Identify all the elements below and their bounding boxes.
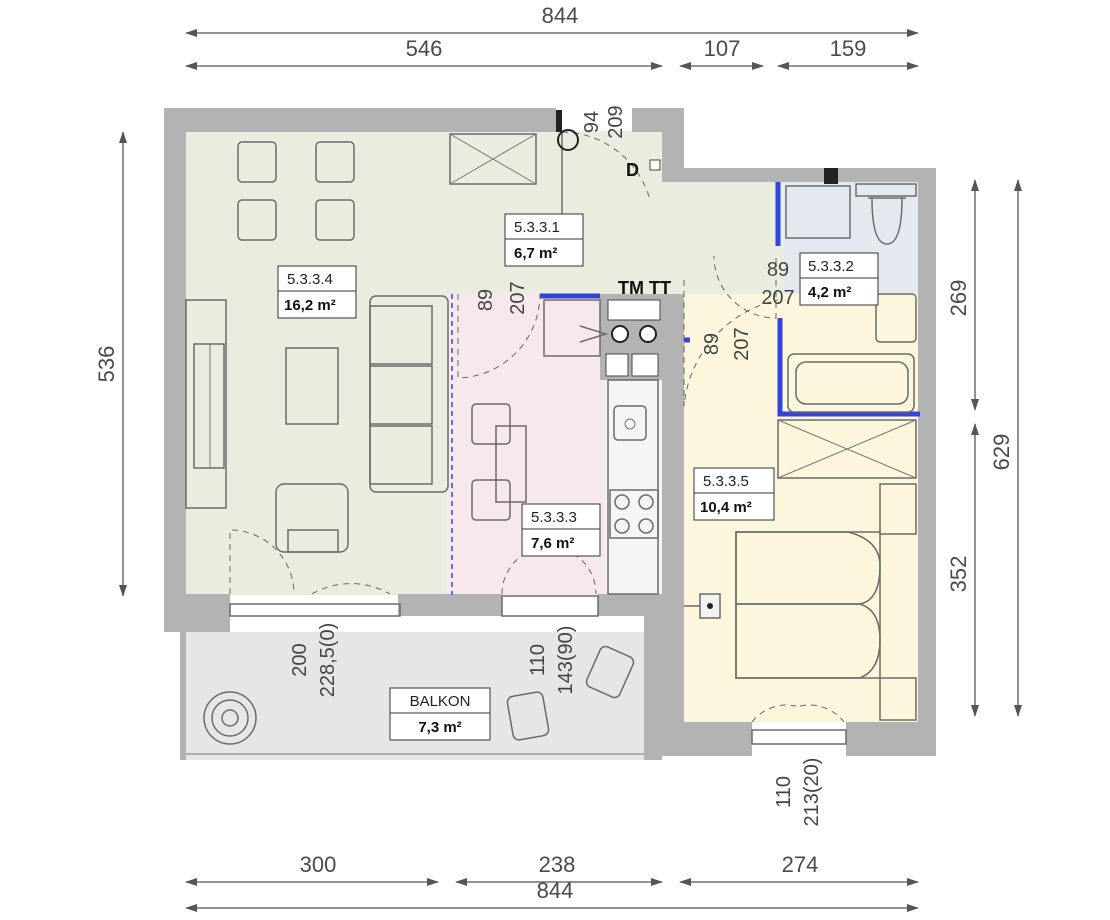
room-id-hall: 5.3.3.1 [514, 219, 560, 236]
dim-right-upper: 269 [946, 280, 971, 317]
door-dim-living-a: 89 [475, 289, 497, 311]
room-id-living: 5.3.3.4 [287, 271, 333, 288]
living-room-furniture [185, 141, 449, 595]
room-id-bedroom: 5.3.3.5 [703, 473, 749, 490]
dim-top-left: 546 [406, 36, 443, 61]
dim-top-right: 159 [830, 36, 867, 61]
door-dim-bath-a: 89 [767, 259, 789, 281]
room-label-bathroom: 5.3.3.2 4,2 m² [799, 252, 879, 306]
dim-bottom-total: 844 [537, 878, 574, 903]
dim-bottom-mid: 238 [539, 852, 576, 877]
bathroom-furniture [713, 168, 917, 413]
bedroom-furniture [683, 280, 917, 745]
window-dim-living-a: 200 [289, 643, 311, 676]
blue-walls [451, 182, 920, 595]
dim-right-lower: 352 [946, 556, 971, 593]
door-dim-entry-a: 94 [581, 111, 603, 133]
installation-shaft [579, 299, 661, 377]
room-label-bedroom: 5.3.3.5 10,4 m² [693, 467, 775, 521]
room-area-hall: 6,7 m² [514, 245, 557, 262]
window-dim-living-b: 228,5(0) [317, 623, 339, 698]
door-dim-bed-a: 89 [701, 333, 723, 355]
window-dim-kitchen-b: 143(90) [555, 626, 577, 695]
window-dim-bed-b: 213(20) [801, 758, 823, 827]
entry-door-mark: D [626, 160, 639, 180]
door-dim-bed-b: 207 [731, 327, 753, 360]
balcony-furniture [186, 603, 644, 755]
dim-bottom-right: 274 [782, 852, 819, 877]
room-area-bedroom: 10,4 m² [700, 499, 752, 516]
kitchen-furniture [457, 293, 659, 617]
room-id-bathroom: 5.3.3.2 [808, 258, 854, 275]
room-label-kitchen: 5.3.3.3 7,6 m² [521, 503, 601, 557]
dim-top-mid: 107 [704, 36, 741, 61]
room-id-balcony: BALKON [410, 693, 471, 710]
window-dim-bed-a: 110 [773, 776, 795, 808]
room-id-kitchen: 5.3.3.3 [531, 509, 577, 526]
window-dim-kitchen-a: 110 [527, 644, 549, 676]
meter-mark: TM TT [618, 278, 671, 298]
room-area-kitchen: 7,6 m² [531, 535, 574, 552]
hall-furniture [449, 110, 661, 222]
room-area-balcony: 7,3 m² [418, 719, 461, 736]
room-label-living: 5.3.3.4 16,2 m² [277, 265, 357, 319]
door-dim-living-b: 207 [507, 281, 529, 314]
room-label-balcony: BALKON 7,3 m² [389, 687, 491, 741]
room-area-bathroom: 4,2 m² [808, 284, 851, 301]
door-dim-bath-b: 207 [761, 287, 794, 309]
room-area-living: 16,2 m² [284, 297, 336, 314]
dim-bottom-left: 300 [300, 852, 337, 877]
room-label-hall: 5.3.3.1 6,7 m² [504, 213, 584, 267]
dim-top-total: 844 [542, 3, 579, 28]
dim-left-height: 536 [94, 346, 119, 383]
dimension-lines [119, 29, 1022, 912]
door-dim-entry-b: 209 [605, 105, 627, 138]
dim-right-total: 629 [989, 434, 1014, 471]
